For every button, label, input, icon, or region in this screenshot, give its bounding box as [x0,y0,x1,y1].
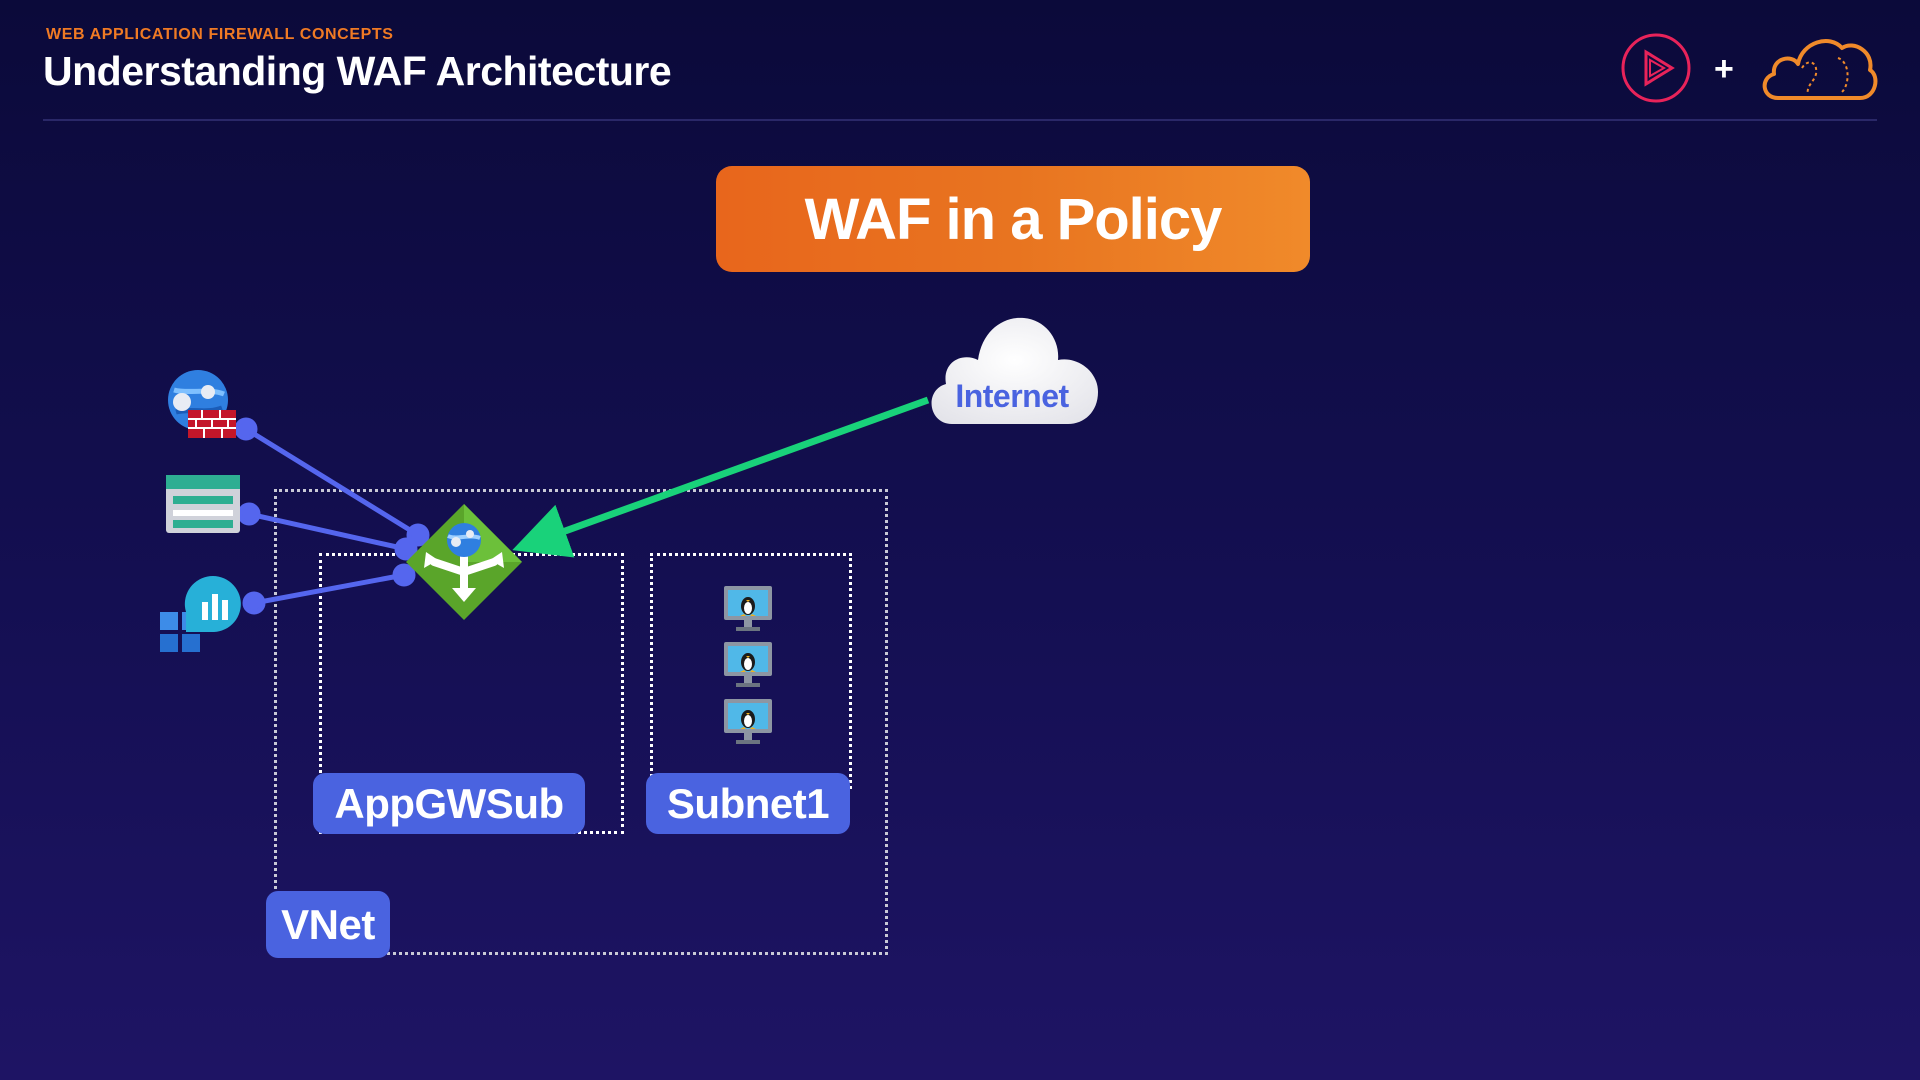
subnet1-label: Subnet1 [646,773,850,834]
application-gateway-icon [406,504,522,620]
internet-label: Internet [955,378,1069,414]
internet-cloud-icon [931,317,1098,424]
appgw-subnet-label: AppGWSub [313,773,585,834]
storage-table-icon [166,475,240,533]
vnet-label: VNet [266,891,390,958]
connector-dot [406,523,430,547]
web-app-firewall-icon [168,370,236,438]
cloud-academy-logo-icon [1762,39,1878,100]
linux-vm-icon [724,699,772,744]
connector-web-app [244,426,420,538]
connector-dot [234,417,258,441]
linux-vm-icon [724,642,772,687]
page-title: Understanding WAF Architecture [43,48,672,94]
internet-arrow [512,396,930,558]
connector-dot [392,563,416,587]
vnet-boundary [274,489,888,955]
pluralsight-logo-icon [1621,33,1691,103]
eyebrow-title: WEB APPLICATION FIREWALL CONCEPTS [46,26,394,43]
waf-policy-banner: WAF in a Policy [716,166,1310,272]
connector-dot [237,502,261,526]
header-divider [43,119,1877,121]
plus-sign: + [1714,50,1734,88]
connector-storage [248,511,407,552]
connector-dot [394,537,418,561]
connector-dot [242,591,266,615]
linux-vm-icon [724,586,772,631]
app-insights-icon [160,576,241,652]
connector-insights [253,572,405,606]
